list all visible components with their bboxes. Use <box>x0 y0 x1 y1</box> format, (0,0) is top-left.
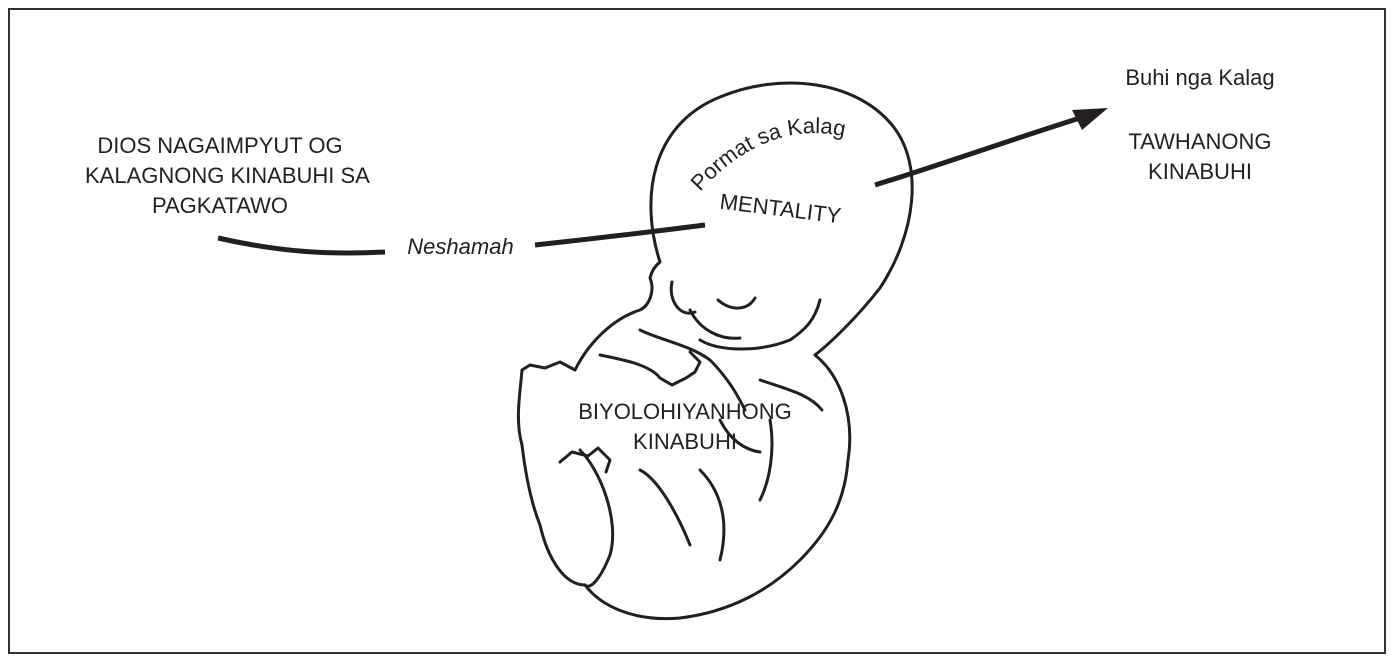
thigh-detail <box>700 470 724 560</box>
neshamah-label: Neshamah <box>388 233 533 260</box>
cheek-detail <box>690 310 740 338</box>
eye-detail <box>718 298 755 308</box>
right-text-line2: KINABUHI <box>1130 158 1270 185</box>
hand-detail <box>600 352 700 385</box>
chin-detail <box>700 300 820 349</box>
right-title: Buhi nga Kalag <box>1100 64 1300 91</box>
arrowhead-icon <box>1072 108 1108 130</box>
foot-detail <box>560 448 610 472</box>
body-label-line2: KINABUHI <box>605 428 765 455</box>
arc-label: Pormat sa Kalag <box>686 113 848 195</box>
right-text-line1: TAWHANONG <box>1105 128 1295 155</box>
left-text-line2: KALAGNONG KINABUHI SA <box>85 162 355 189</box>
knee-detail <box>640 470 690 545</box>
body-label-line1: BIYOLOHIYANHONG <box>545 398 825 425</box>
arrow-mid-segment <box>535 225 705 245</box>
left-text-line1: DIOS NAGAIMPYUT OG <box>95 132 345 159</box>
ear-detail <box>671 282 695 313</box>
left-text-line3: PAGKATAWO <box>135 192 305 219</box>
arrow-tail-segment <box>218 238 385 253</box>
